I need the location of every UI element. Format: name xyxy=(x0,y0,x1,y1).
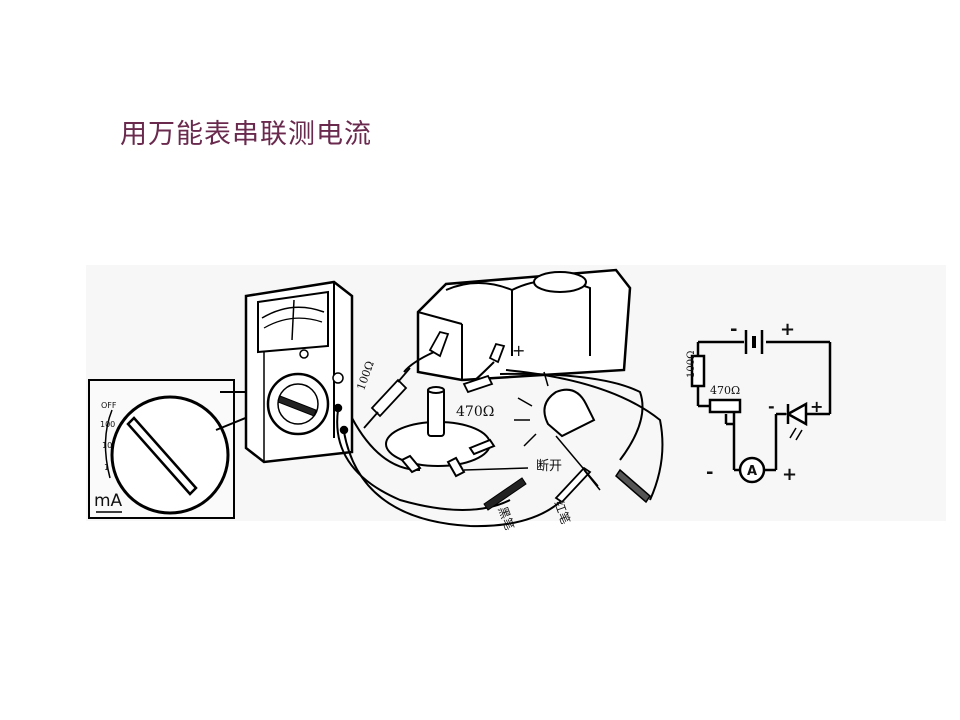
red-probe xyxy=(554,466,592,504)
zoom-dial-pointer xyxy=(126,416,198,496)
potentiometer xyxy=(385,386,496,478)
led-ray-3 xyxy=(523,433,537,447)
schem-ammeter-symbol: A xyxy=(747,464,757,479)
dial-label-100: 100 xyxy=(100,420,115,429)
dial-label-10: 10 xyxy=(102,441,112,450)
led-body xyxy=(543,388,596,438)
led-leg xyxy=(555,435,599,487)
black-probe xyxy=(483,477,527,511)
zoom-dial-face xyxy=(110,395,230,515)
slide-title: 用万能表串联测电流 xyxy=(120,119,372,150)
schematic xyxy=(690,330,832,484)
schem-led-arrow-2 xyxy=(795,429,803,441)
schem-pot-label: 470Ω xyxy=(710,384,740,397)
red-lead-wire xyxy=(343,431,571,528)
resistor-100 xyxy=(363,367,411,429)
battery-wires xyxy=(403,351,664,501)
multimeter-needle xyxy=(291,299,295,341)
multimeter-adjust-knob xyxy=(332,372,344,384)
battery-holder-front xyxy=(417,311,463,325)
multimeter-zero-screw xyxy=(299,349,309,359)
multimeter-selector-knob xyxy=(277,395,317,417)
led-ray-1 xyxy=(517,397,533,407)
schem-led-plus: + xyxy=(810,397,823,416)
battery-pack xyxy=(416,268,632,382)
schem-battery-plus: + xyxy=(780,319,795,340)
pot-pin-2 xyxy=(446,456,466,478)
zoom-dial-scale xyxy=(104,409,113,479)
battery-plus-label: + xyxy=(512,341,525,360)
schem-led-minus: - xyxy=(768,397,775,416)
zoom-dial-inset xyxy=(88,379,235,519)
pot-label: 470Ω xyxy=(456,404,494,420)
battery-holder xyxy=(416,268,632,382)
battery-clip xyxy=(462,374,494,394)
dial-unit-label: mA xyxy=(94,491,123,511)
pot-shaft xyxy=(427,387,445,437)
schem-resistor-label: 100Ω xyxy=(686,351,697,378)
resistor-100-lead-bottom xyxy=(363,411,379,429)
multimeter xyxy=(244,280,354,464)
pot-pin-3 xyxy=(468,438,496,456)
pot-pin-1 xyxy=(400,454,422,474)
black-lead-wire xyxy=(336,409,511,511)
multimeter-scale-arc-1 xyxy=(261,306,325,319)
led-lead-wire-2 xyxy=(505,369,664,501)
led-ray-4 xyxy=(543,371,549,387)
battery-cell-top xyxy=(533,271,587,293)
schem-meter-plus: + xyxy=(782,464,797,485)
schem-meter-minus: - xyxy=(706,462,713,483)
led xyxy=(514,371,599,487)
break-label: 断开 xyxy=(536,459,562,474)
led-lead-wire-1 xyxy=(499,372,644,461)
schem-battery-minus: - xyxy=(730,319,737,340)
battery-minus-wire xyxy=(403,351,435,373)
schem-pot xyxy=(708,398,742,414)
battery-terminal-minus xyxy=(428,330,450,358)
resistor-100-lead-top xyxy=(397,367,411,383)
pot-shaft-top xyxy=(427,386,445,394)
break-wire xyxy=(463,467,529,471)
battery-cell-1 xyxy=(445,282,513,356)
dial-label-off: OFF xyxy=(101,401,117,410)
schem-led-arrow-1 xyxy=(789,427,797,439)
dial-label-1: 1 xyxy=(104,463,109,472)
battery-terminal-plus xyxy=(488,342,506,364)
led-lead-clip xyxy=(615,468,651,504)
